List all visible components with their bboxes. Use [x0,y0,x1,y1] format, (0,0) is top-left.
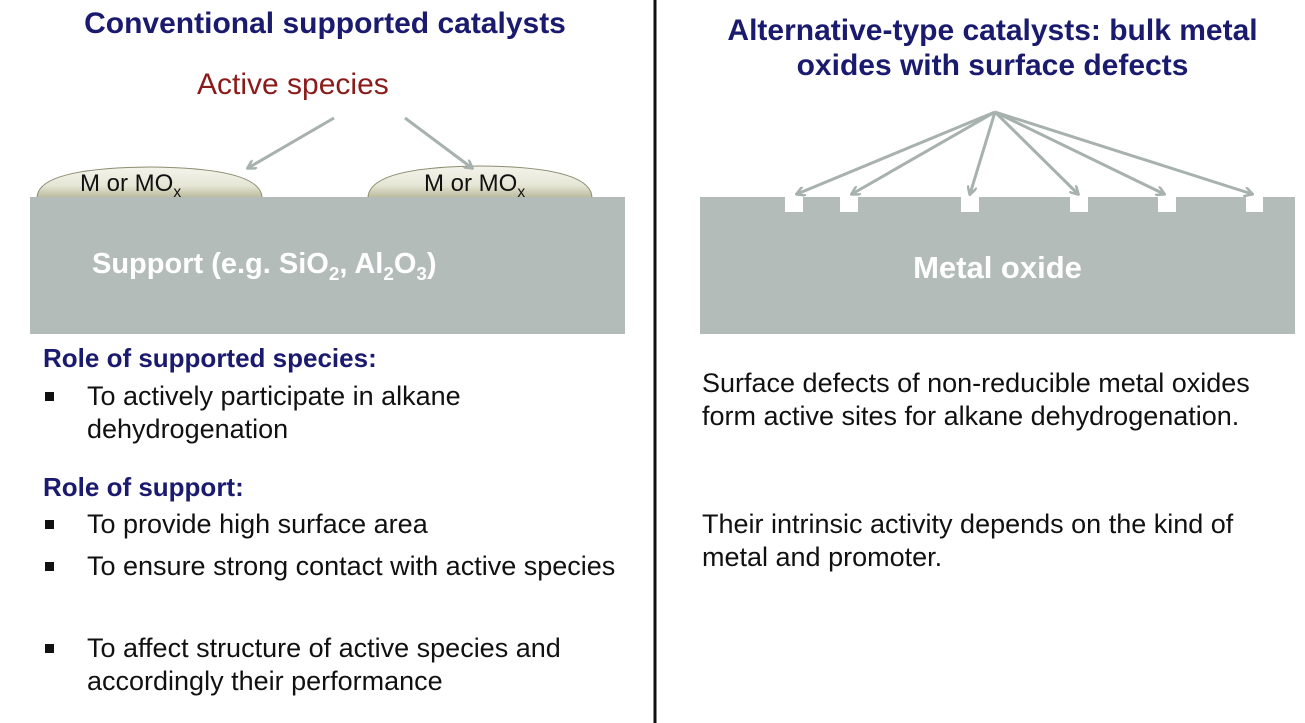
support-block [30,197,625,334]
active-species-label: Active species [197,68,389,101]
support-label: Support (e.g. SiO2, Al2O3) [92,248,437,284]
list-item: To actively participate in alkane dehydr… [45,380,647,446]
metal-oxide-block [700,197,1295,334]
bullet-icon [45,520,54,529]
arrow-left [248,116,335,168]
role-support-heading: Role of support: [43,472,244,502]
right-paragraph-1: Surface defects of non-reducible metal o… [702,368,1250,431]
particle-right [367,165,593,199]
defect-arrows [797,110,1252,194]
role-species-heading: Role of supported species: [43,343,377,373]
left-title: Conventional supported catalysts [84,7,566,40]
particle-label-left: M or MOx [80,170,182,201]
metal-oxide-label: Metal oxide [913,250,1082,285]
bullet-icon [45,392,54,401]
bullet-icon [45,562,54,571]
bullet-icon [45,644,54,653]
list-item: To provide high surface area [45,508,687,541]
arrow-right [404,116,472,168]
right-paragraph-2: Their intrinsic activity depends on the … [702,509,1234,572]
particle-left [36,166,263,199]
list-item: To affect structure of active species an… [45,632,687,698]
list-item: To ensure strong contact with active spe… [45,550,687,583]
right-title: Alternative-type catalysts: bulk metal o… [727,14,1258,82]
particle-label-right: M or MOx [424,170,526,201]
